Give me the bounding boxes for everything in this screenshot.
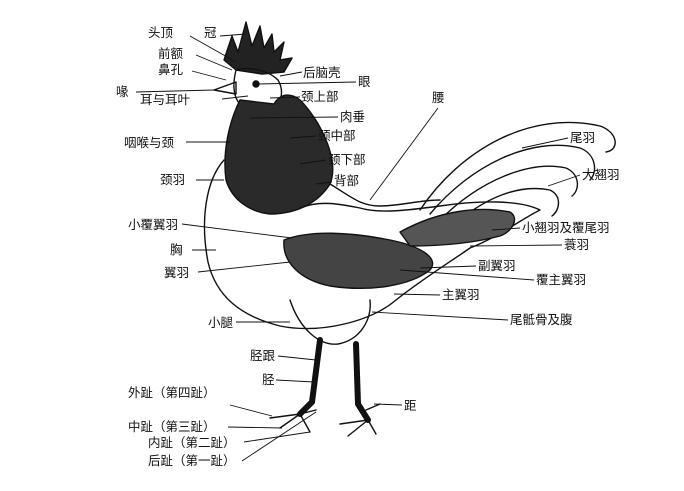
leader-fluff [371,311,509,321]
label-comb: 冠 [204,25,217,40]
wing-shape [283,232,434,289]
label-nostril: 鼻孔 [158,62,184,77]
leader-wing-coverts [181,223,293,239]
label-neck-hackle: 颈羽 [160,172,186,187]
label-thigh: 小腿 [208,315,234,330]
label-hind-toe: 后趾（第一趾） [148,453,236,468]
label-lesser-sickles: 小翘羽及覆尾羽 [522,220,610,235]
leader-spur [373,403,403,406]
leader-ear [221,95,249,100]
label-wing-coverts: 小覆翼羽 [128,217,179,232]
label-lower-neck: 颈下部 [328,152,366,167]
tail-sickle-2 [429,144,596,215]
leg-right [353,341,371,423]
hackle-shape [224,94,334,215]
label-eye: 眼 [358,74,371,89]
leader-wing [197,261,291,273]
leader-back [315,181,333,185]
comb-shape [223,21,293,75]
leader-forehead [195,54,233,71]
leader-occiput [279,71,303,77]
leader-middle-neck [289,135,317,139]
leg-left [297,337,323,417]
leader-comb [219,33,247,37]
beak-shape [213,81,237,95]
leader-inner-toe [243,431,311,443]
leader-saddle-hackle [469,244,563,247]
leader-beak [135,89,215,93]
back-line [329,183,441,207]
label-shank: 胫 [262,372,275,387]
label-primaries: 主翼羽 [442,287,480,302]
label-hock: 胫跟 [250,348,276,363]
thigh-outline [289,299,371,345]
leader-saddle [369,107,439,201]
leader-lower-neck [299,159,327,165]
tail-sickle-4 [449,187,560,229]
leader-secondaries [419,265,477,269]
label-sickle-feathers: 大翘羽 [582,167,620,182]
label-throat-neck: 咽喉与颈 [124,135,175,150]
label-beak: 喙 [116,84,129,99]
tail-sickle-1 [419,121,616,211]
toes-right [339,403,381,437]
label-inner-toe: 内趾（第二趾） [148,435,236,450]
leader-primaries [393,293,441,296]
label-tail-feathers: 尾羽 [570,130,596,145]
label-middle-neck: 颈中部 [318,128,356,143]
leader-tail [521,137,569,149]
leader-sickle [547,174,581,187]
label-spur: 距 [404,398,417,413]
tail-coverts [399,208,516,247]
label-occiput: 后脑壳 [303,65,341,80]
label-wattle: 肉垂 [340,109,366,124]
body-outline [203,159,541,330]
label-fluff-abdomen: 尾骶骨及腹 [510,312,573,327]
label-secondaries: 副翼羽 [478,258,516,273]
label-wing: 翼羽 [164,265,190,280]
leader-lesser-sickles [491,227,521,231]
label-upper-neck: 颈上部 [301,89,339,104]
label-breast: 胸 [170,242,183,257]
leader-hind-toe [241,411,317,462]
label-primary-coverts: 覆主翼羽 [536,272,587,287]
leader-eye [257,81,357,85]
leader-primary-coverts [399,269,535,281]
leader-shank [275,379,315,383]
label-middle-toe: 中趾（第三趾） [128,419,216,434]
leader-crown [189,35,237,63]
label-outer-toe: 外趾（第四趾） [128,385,216,400]
label-saddle: 腰 [432,90,445,105]
leader-hock [277,355,317,361]
label-forehead: 前额 [158,46,184,61]
label-crown: 头顶 [148,25,174,40]
toes-left [269,409,317,433]
label-ear-earlobe: 耳与耳叶 [140,92,191,107]
leader-wattle [249,116,339,119]
label-saddle-hackle: 蓑羽 [564,237,590,252]
leader-nostril [191,70,227,81]
leader-middle-toe [227,426,283,429]
label-back: 背部 [334,173,360,188]
tail-sickle-3 [439,165,579,221]
leader-outer-toe [229,404,273,417]
leader-upper-neck [269,96,301,99]
